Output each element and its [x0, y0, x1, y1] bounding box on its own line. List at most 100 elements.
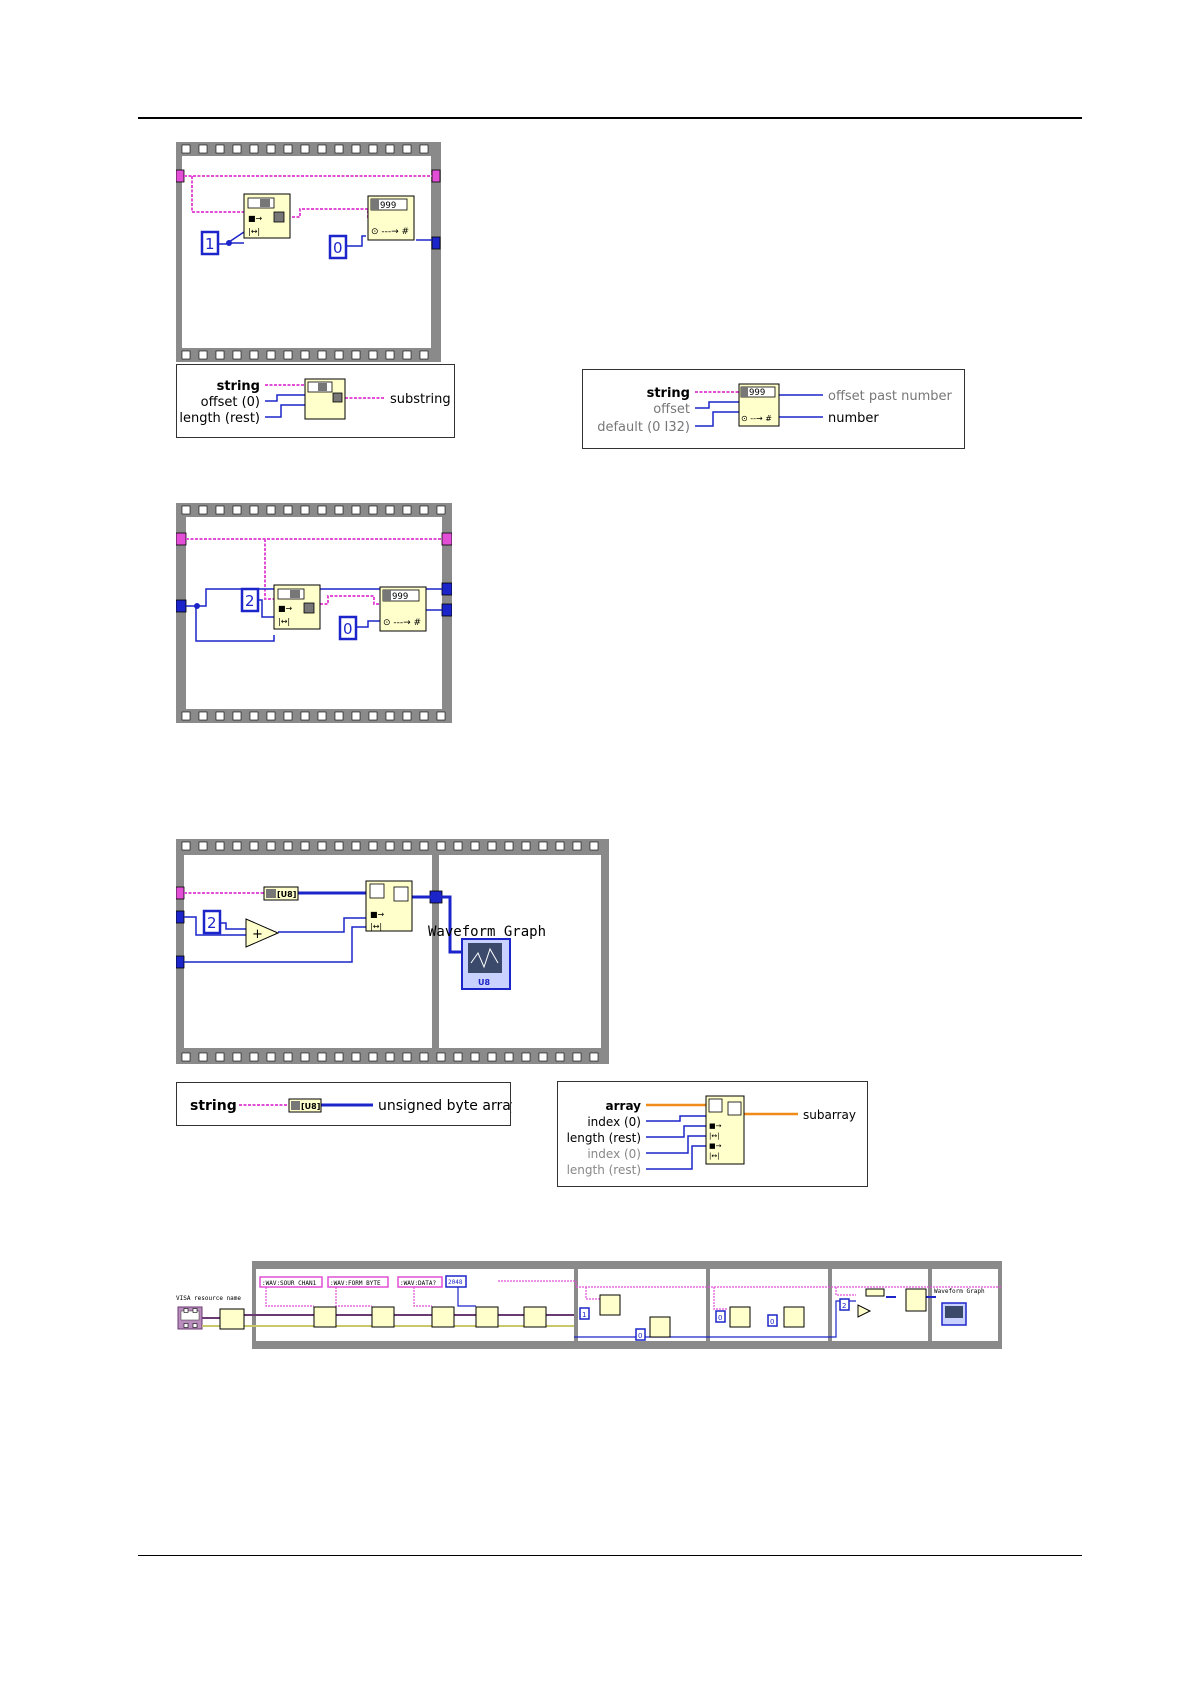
film-hole	[215, 505, 225, 515]
frame2-string-tunnel-left[interactable]	[176, 532, 187, 546]
film-hole	[317, 841, 327, 851]
overview-const-d[interactable]	[767, 1314, 778, 1327]
string-subset-legend: string offset (0) length (rest) substrin…	[176, 364, 455, 438]
film-hole	[453, 841, 463, 851]
visa-write-node-3[interactable]	[431, 1306, 455, 1328]
film-hole	[368, 1052, 378, 1062]
frame-3-waveform: 2 + [U8] ■→ |↔| Waveform Graph U8	[176, 839, 609, 1064]
string-to-byte-array-node[interactable]: [U8]	[263, 886, 299, 901]
frame2-numeric-tunnel-right-2[interactable]	[441, 603, 452, 617]
film-hole	[368, 711, 378, 721]
overview-byte-array-node[interactable]	[865, 1288, 885, 1297]
overview-const-c[interactable]	[715, 1310, 726, 1323]
svg-text:⊙ --→ #: ⊙ --→ #	[741, 414, 772, 423]
overview-scan-node-1[interactable]	[649, 1316, 671, 1338]
frame3-numeric-tunnel-1[interactable]	[176, 910, 185, 924]
film-hole	[266, 350, 276, 360]
frame2-numeric-tunnel-left[interactable]	[176, 599, 187, 613]
overview-string-subset-node-2[interactable]	[729, 1306, 751, 1328]
waveform-graph-badge: U8	[478, 978, 490, 987]
film-hole	[198, 711, 208, 721]
overview-graph-terminal[interactable]	[941, 1302, 967, 1326]
visa-write-node-2[interactable]	[371, 1306, 395, 1328]
film-hole	[572, 841, 582, 851]
visa-close-node[interactable]	[523, 1306, 547, 1328]
frame2-string-tunnel-right[interactable]	[441, 532, 452, 546]
cmd-data-constant[interactable]	[397, 1276, 443, 1288]
film-hole	[453, 1052, 463, 1062]
overview-string-subset-node-1[interactable]	[599, 1294, 621, 1316]
film-hole	[181, 350, 191, 360]
string-tunnel-right[interactable]	[431, 169, 441, 183]
string-to-byte-legend-icon-text: [U8]	[301, 1102, 320, 1111]
visa-resource-control[interactable]	[177, 1306, 203, 1330]
film-hole	[232, 1052, 242, 1062]
string-subset-node[interactable]: ■→ |↔|	[243, 193, 291, 239]
waveform-graph-terminal[interactable]: U8	[461, 938, 511, 990]
legend-substring-label: substring	[390, 392, 451, 407]
overview-scan-node-2[interactable]	[783, 1306, 805, 1328]
film-hole	[183, 1308, 189, 1313]
cmd-source-text: :WAV:SOUR CHAN1	[262, 1280, 317, 1287]
visa-open-node[interactable]	[219, 1308, 245, 1330]
overview-add-node[interactable]	[857, 1304, 872, 1318]
overview-const-a[interactable]	[579, 1307, 590, 1320]
film-hole	[334, 144, 344, 154]
scan-icon-text: 999	[380, 201, 396, 211]
film-hole	[351, 711, 361, 721]
film-hole	[283, 144, 293, 154]
frame2-scan-from-string-node[interactable]: 999 ⊙ ---→ #	[379, 586, 427, 632]
svg-text:|↔|: |↔|	[709, 1152, 720, 1160]
film-hole	[249, 505, 259, 515]
film-hole	[419, 841, 429, 851]
frame2-numeric-tunnel-right-1[interactable]	[441, 582, 452, 596]
film-hole	[589, 1052, 599, 1062]
length-constant[interactable]	[200, 230, 220, 256]
string-tunnel-left[interactable]	[176, 169, 185, 183]
frame2-length-constant[interactable]	[240, 587, 260, 613]
film-hole	[283, 505, 293, 515]
film-hole	[232, 144, 242, 154]
header-rule	[138, 117, 1082, 119]
overview-array-subset-node[interactable]	[905, 1288, 927, 1312]
film-hole	[419, 711, 429, 721]
film-hole	[521, 841, 531, 851]
overview-const-e[interactable]	[839, 1298, 850, 1311]
film-hole	[300, 841, 310, 851]
byte-count-constant[interactable]	[445, 1275, 467, 1288]
frame3-numeric-tunnel-2[interactable]	[176, 955, 185, 969]
visa-write-node-1[interactable]	[313, 1306, 337, 1328]
array-subset-node[interactable]: ■→ |↔|	[365, 880, 413, 932]
film-hole	[351, 1052, 361, 1062]
film-hole	[521, 1052, 531, 1062]
legend-string-label: string	[217, 379, 260, 394]
svg-text:|↔|: |↔|	[278, 617, 290, 626]
array-legend-length2-label: length (rest)	[567, 1163, 641, 1177]
film-hole	[215, 350, 225, 360]
frame2-string-subset-node[interactable]: ■→ |↔|	[273, 584, 321, 630]
film-hole	[368, 350, 378, 360]
frame2-default-constant-value: 0	[343, 620, 353, 638]
frame3-string-tunnel[interactable]	[176, 886, 185, 900]
film-hole	[334, 505, 344, 515]
visa-read-node[interactable]	[475, 1306, 499, 1328]
film-hole	[572, 1052, 582, 1062]
frame2-scan-icon-text: 999	[392, 592, 408, 602]
frame3-constant-two[interactable]	[202, 909, 222, 935]
overview-const-c-text: 0	[718, 1314, 722, 1322]
numeric-tunnel-right[interactable]	[431, 236, 441, 250]
add-node[interactable]: +	[245, 918, 280, 948]
overview-const-b-text: 0	[638, 1332, 642, 1340]
string-to-byte-input-label: string	[190, 1098, 237, 1114]
cmd-source-constant[interactable]	[259, 1276, 323, 1288]
film-hole	[419, 350, 429, 360]
scan-from-string-node[interactable]: 999 ⊙ ---→ #	[367, 195, 415, 241]
array-subset-legend: ■→ |↔| ■→ |↔| array index (0) length (re…	[557, 1081, 868, 1187]
cmd-format-constant[interactable]	[327, 1276, 389, 1288]
frame2-default-constant[interactable]	[338, 615, 358, 641]
overview-const-b[interactable]	[635, 1328, 646, 1341]
default-constant[interactable]	[328, 234, 348, 260]
film-hole	[538, 841, 548, 851]
film-hole	[300, 1052, 310, 1062]
film-hole	[402, 350, 412, 360]
